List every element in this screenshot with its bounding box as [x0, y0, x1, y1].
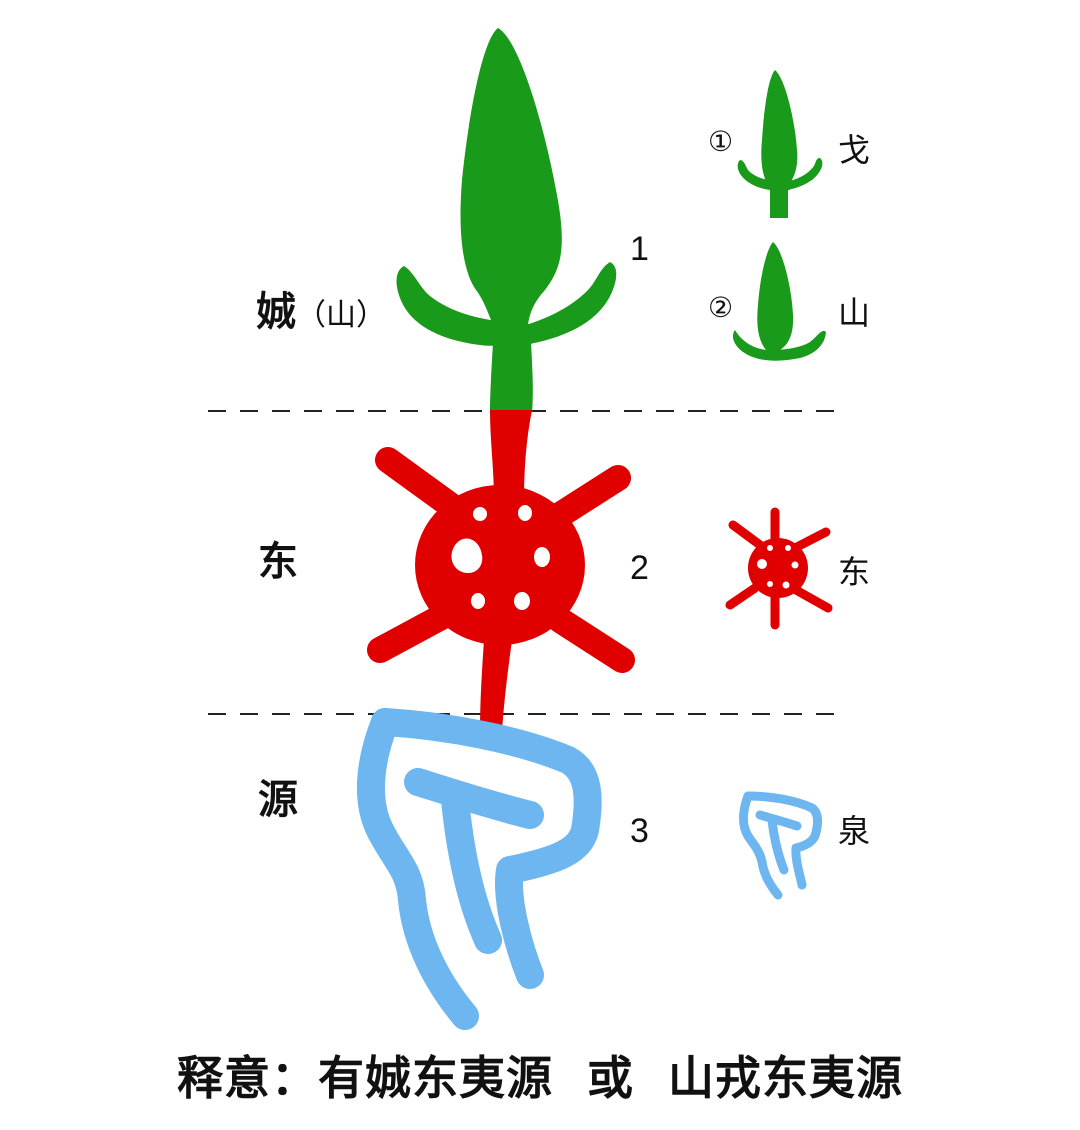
row-index-3: 3: [630, 812, 649, 850]
red-wheel-sun-glyph: [367, 410, 635, 732]
row-label-3: 源: [258, 777, 298, 823]
comparison-char-quan: 泉: [838, 812, 871, 850]
small-shan-glyph: [732, 242, 826, 361]
comparison-marker-1: ①: [708, 125, 734, 158]
row-index-2: 2: [630, 549, 649, 587]
row-label-note: （山）: [296, 298, 386, 333]
small-ge-glyph: [737, 70, 823, 218]
small-quan-glyph: [739, 791, 823, 900]
comparison-char-dong: 东: [838, 553, 871, 591]
comparison-char-ge: 戈: [838, 131, 871, 169]
row-label-char: 娍: [256, 289, 296, 335]
row-label-1: 娍（山）: [256, 292, 386, 332]
small-dong-glyph: [725, 507, 833, 630]
interpretation-caption: 释意：有娍东夷源 或 山戎东夷源: [176, 1051, 904, 1105]
comparison-char-shan: 山: [838, 294, 871, 332]
blue-spring-glyph: [357, 708, 602, 1030]
row-index-1: 1: [630, 230, 649, 268]
row-label-2: 东: [258, 539, 298, 585]
comparison-marker-2: ②: [708, 291, 734, 324]
green-spearhead-glyph: [396, 28, 617, 412]
